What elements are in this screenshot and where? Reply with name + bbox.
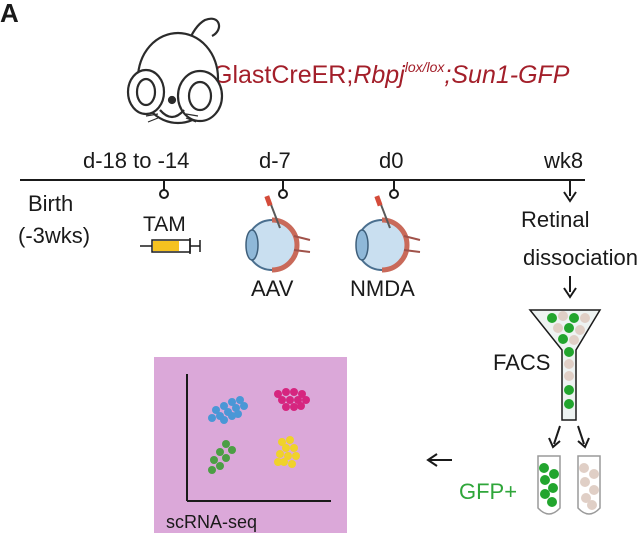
facs-funnel-icon (528, 309, 602, 421)
funnel-cells (547, 311, 590, 409)
gfp-positive-tube (537, 455, 561, 515)
retinal-label: Retinal (521, 207, 590, 232)
birth-sublabel: (-3wks) (18, 223, 91, 248)
gfp-positive-label: GFP+ (459, 479, 518, 504)
scrna-seq-label: scRNA-seq (166, 512, 258, 532)
timepoint-aav-time: d-7 (259, 148, 291, 173)
mouse-genotype-label: GlastCreER;Rbpjlox/lox;Sun1-GFP (213, 60, 569, 88)
eye-aav-icon (245, 195, 311, 273)
genotype-gene: Rbpj (353, 61, 405, 89)
mouse-icon (126, 17, 224, 125)
cluster-yellow (274, 436, 300, 468)
facs-label: FACS (493, 350, 551, 375)
nmda-label: NMDA (350, 276, 415, 301)
genotype-superscript: lox/lox (404, 59, 445, 75)
arrow-to-scrna (426, 453, 452, 467)
timeline-arrow-wk8 (563, 180, 577, 203)
panel-label: A (0, 0, 19, 28)
cluster-magenta (274, 388, 310, 411)
timepoint-wk8-time: wk8 (544, 148, 584, 173)
timeline-tick-aav (278, 180, 288, 199)
scrna-seq-panel (154, 357, 347, 533)
gfp-negative-tube (577, 455, 601, 515)
timepoint-nmda-time: d0 (379, 148, 404, 173)
cluster-blue (208, 396, 248, 424)
arrow-to-facs (563, 276, 577, 299)
genotype-part3: ;Sun1-GFP (444, 61, 570, 89)
syringe-icon (140, 238, 201, 254)
birth-label: Birth (28, 191, 74, 216)
timeline-tick-nmda (389, 180, 399, 199)
dissociation-label: dissociation (523, 245, 638, 270)
aav-label: AAV (251, 276, 294, 301)
genotype-part1: GlastCreER; (213, 61, 354, 89)
tam-label: TAM (143, 213, 186, 236)
timeline-tick-tam (159, 180, 169, 199)
cluster-green (208, 440, 236, 474)
arrows-to-tubes (548, 425, 590, 449)
timepoint-tam-time: d-18 to -14 (83, 148, 190, 173)
eye-nmda-icon (355, 195, 421, 273)
